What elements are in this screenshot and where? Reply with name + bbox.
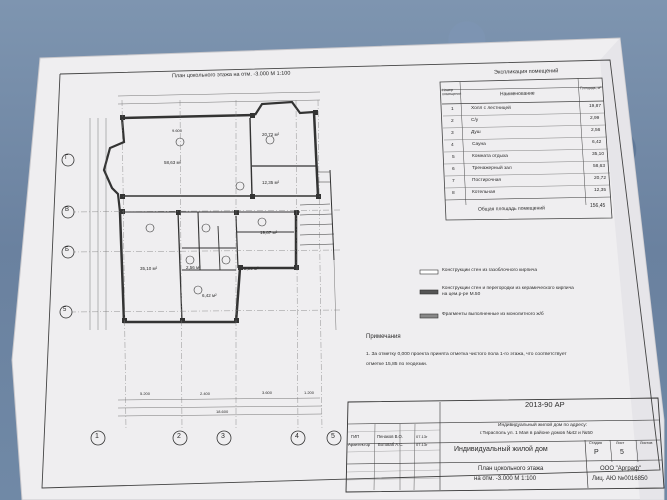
sheet-name: План цокольного этажа	[478, 466, 544, 472]
axis-label-left: 5	[63, 307, 67, 313]
license-number: Лиц. АЮ №0016850	[592, 476, 648, 482]
row-num: 2	[451, 119, 454, 124]
notes-text: отметке 15,85 по геодезии.	[366, 362, 428, 367]
axis-label-5: 5	[331, 433, 335, 440]
row-area: 6,42	[592, 140, 602, 145]
room-area-label: 35,10 м²	[140, 266, 158, 271]
axis-label-3: 3	[221, 433, 225, 440]
row-num: 7	[452, 179, 455, 184]
explication-table	[439, 77, 613, 221]
col-area-header: Площадь, м²	[579, 85, 602, 91]
row-name: С/у	[471, 118, 479, 123]
col-num-header: Номер помещения	[441, 87, 462, 97]
dimension-label: 1.200	[304, 390, 315, 395]
axis-label-left: Б	[65, 247, 69, 253]
row-name: Душ	[471, 130, 481, 135]
gip-date: 07.13г	[416, 434, 428, 439]
dimension-label: 5.200	[140, 391, 151, 396]
company-name: ООО "Арграф"	[600, 466, 642, 472]
row-area: 12,35	[594, 188, 607, 193]
legend-text-3: Фрагменты выполненные из монолитного ж/б	[442, 312, 544, 317]
room-area-label: 12,35 м²	[262, 180, 280, 185]
total-value: 156,45	[590, 203, 606, 209]
stage-header: Стадия	[589, 441, 602, 445]
row-num: 6	[452, 167, 455, 172]
row-name: Постирочная	[472, 178, 502, 183]
axis-label-2: 2	[177, 433, 181, 440]
legend-text-1: Конструкции стен из газоблочного кирпича	[442, 268, 538, 273]
arch-role: Архитектор	[348, 442, 371, 447]
row-area: 2,99	[590, 116, 600, 121]
object-name: Индивидуальный жилой дом	[454, 446, 548, 453]
sheet-name: на отм. -3.000 М 1:100	[474, 476, 537, 482]
stage-value: Р	[594, 449, 599, 456]
sheets-header: Листов	[640, 441, 653, 445]
row-num: 3	[451, 131, 454, 136]
dimension-label: 9.600	[172, 128, 183, 133]
row-area: 19,87	[589, 104, 602, 109]
axis-markers-bottom	[90, 430, 342, 446]
room-area-label: 58,63 м²	[164, 160, 182, 165]
row-name: Котельная	[472, 190, 496, 195]
row-name: Сауна	[472, 142, 486, 147]
row-num: 1	[451, 107, 454, 112]
gip-role: ГИП	[351, 434, 360, 439]
notes-text: 1. За отметку 0,000 проекта принята отме…	[366, 352, 567, 357]
row-num: 4	[451, 143, 454, 148]
axis-label-1: 1	[95, 433, 99, 440]
axis-label-left: В	[65, 207, 70, 213]
row-name: Тренажерный зал	[472, 166, 512, 171]
col-name-header: Наименование	[499, 90, 535, 98]
sheet-header: Лист	[616, 441, 625, 445]
row-num: 5	[452, 155, 455, 160]
room-area-label: 19,87 м²	[260, 230, 278, 235]
row-area: 20,72	[594, 176, 607, 181]
project-desc: г.Тирасполь ул. 1 Мая в районе домов №42…	[480, 431, 593, 436]
room-area-label: 6,42 м²	[202, 293, 217, 298]
row-name: Комната отдыха	[472, 154, 508, 159]
legend-text-2: Конструкции стен и перегородки из керами…	[442, 286, 574, 297]
row-num: 8	[452, 191, 455, 196]
project-desc: Индивидуальный жилой дом по адресу:	[498, 423, 588, 428]
title-block	[345, 397, 665, 493]
sheet-value: 5	[620, 449, 624, 456]
axis-markers-left	[59, 153, 75, 319]
dimension-label: 18.600	[216, 409, 229, 414]
axis-label-left: Г	[65, 155, 69, 161]
floor-plan	[69, 91, 341, 431]
notes-title: Примечания	[366, 334, 401, 340]
gip-name: Пенаков В.О.	[377, 434, 403, 439]
dimension-label: 3.600	[262, 390, 273, 395]
arch-date: 07.13г	[416, 442, 428, 447]
dimension-label: 2.400	[200, 391, 211, 396]
room-area-label: 2,99 м²	[244, 266, 259, 271]
legend-symbols	[419, 269, 439, 319]
row-area: 2,56	[591, 128, 601, 133]
row-name: Холл с лестницей	[471, 106, 511, 111]
drawing-code: 2013-90 АР	[525, 400, 565, 409]
room-area-label: 20,72 м²	[262, 132, 280, 137]
row-area: 58,63	[593, 164, 606, 169]
total-label: Общая площадь помещений	[477, 205, 545, 213]
row-area: 35,10	[592, 152, 605, 157]
axis-label-4: 4	[295, 433, 299, 440]
arch-name: Ботоваб А.С.	[378, 442, 404, 447]
room-area-label: 2,56 м²	[186, 265, 201, 270]
